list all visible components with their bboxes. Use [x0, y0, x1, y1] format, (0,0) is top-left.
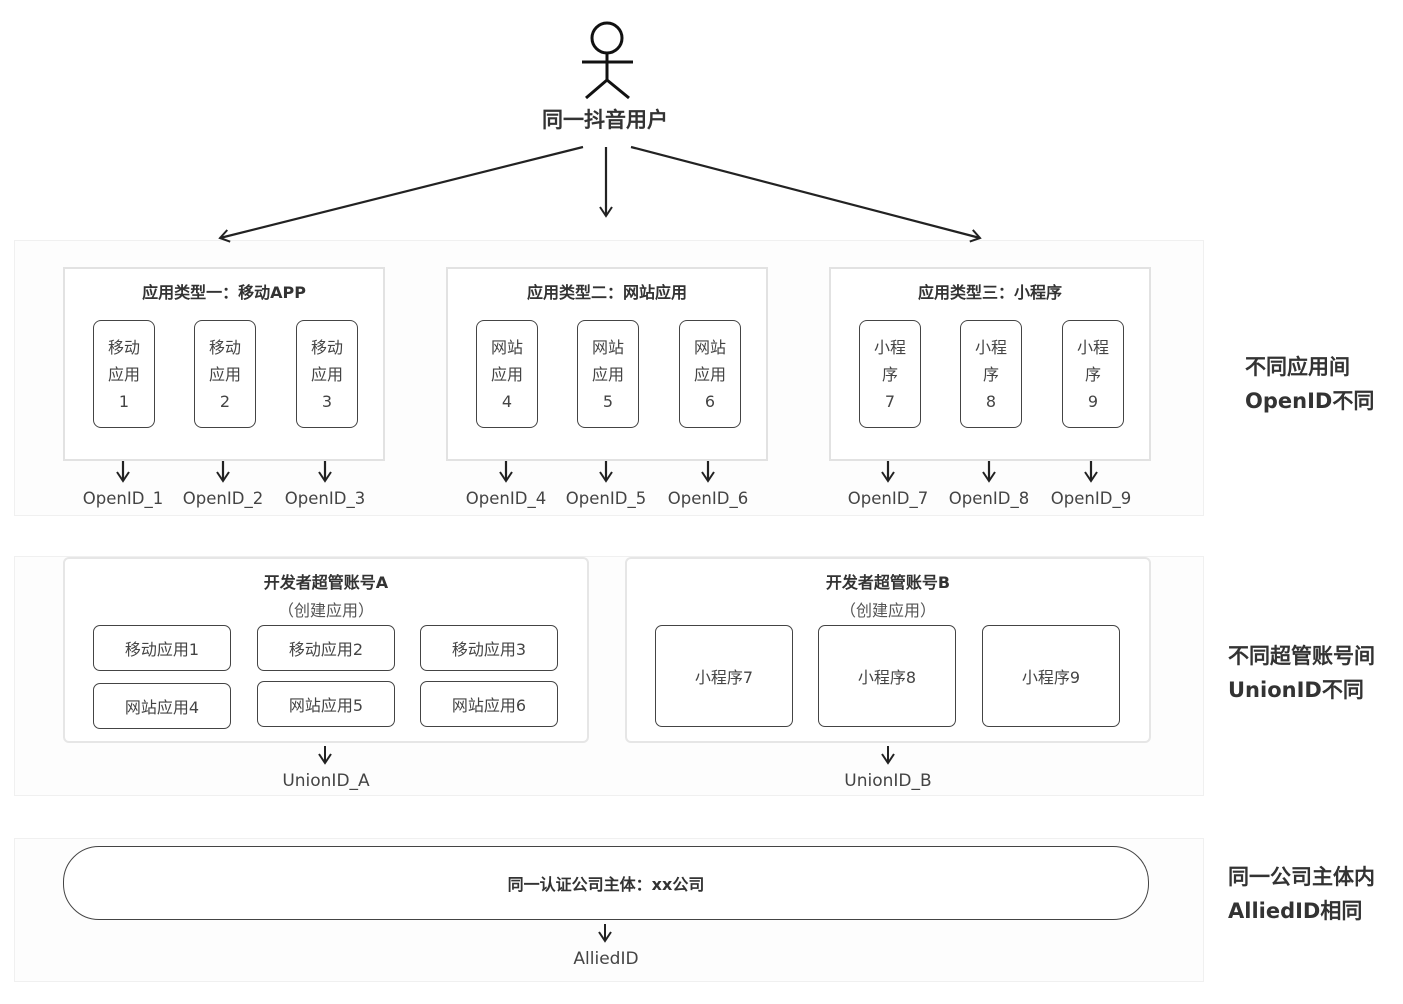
app-card: 网站 应用 4	[476, 320, 538, 428]
account-app: 小程序9	[982, 625, 1120, 727]
side-note-line: 不同超管账号间	[1228, 644, 1375, 668]
app-card: 移动 应用 3	[296, 320, 358, 428]
account-subtitle: （创建应用）	[839, 601, 936, 620]
openid-label: OpenID_9	[1050, 489, 1132, 508]
app-type-title: 应用类型一：移动APP	[142, 283, 306, 302]
side-note-line: OpenID不同	[1245, 389, 1375, 413]
account-app: 移动应用3	[420, 625, 558, 671]
alliedid-label: AlliedID	[573, 949, 639, 969]
arrow-to-miniprogram	[630, 145, 982, 243]
unionid-a-label: UnionID_A	[282, 771, 370, 791]
account-app: 网站应用6	[420, 681, 558, 727]
user-actor-icon	[582, 21, 633, 100]
developer-account-a: 开发者超管账号A （创建应用） 移动应用1 移动应用2 移动应用3 网站应用4 …	[63, 557, 589, 743]
arrow-to-mobile	[218, 145, 584, 243]
account-title: 开发者超管账号A	[263, 573, 389, 592]
side-note-openid: 不同应用间 OpenID不同	[1245, 350, 1374, 418]
openid-label: OpenID_6	[667, 489, 749, 508]
openid-label: OpenID_8	[948, 489, 1030, 508]
account-app: 小程序8	[818, 625, 956, 727]
app-card: 小程 序 8	[960, 320, 1022, 428]
account-app: 网站应用4	[93, 683, 231, 729]
app-type-title: 应用类型二：网站应用	[526, 283, 687, 302]
openid-label: OpenID_5	[565, 489, 647, 508]
side-note-unionid: 不同超管账号间 UnionID不同	[1228, 639, 1375, 707]
company-entity: 同一认证公司主体：xx公司	[63, 846, 1149, 920]
openid-label: OpenID_3	[284, 489, 366, 508]
app-card: 移动 应用 2	[194, 320, 256, 428]
developer-account-b: 开发者超管账号B （创建应用） 小程序7 小程序8 小程序9	[625, 557, 1151, 743]
account-subtitle: （创建应用）	[277, 601, 374, 620]
side-note-alliedid: 同一公司主体内 AlliedID相同	[1228, 860, 1375, 928]
actor-label: 同一抖音用户	[542, 108, 668, 132]
app-card: 小程 序 9	[1062, 320, 1124, 428]
openid-label: OpenID_7	[847, 489, 929, 508]
side-note-line: 不同应用间	[1245, 355, 1350, 379]
side-note-line: UnionID不同	[1228, 678, 1364, 702]
openid-label: OpenID_2	[182, 489, 264, 508]
side-note-line: 同一公司主体内	[1228, 865, 1375, 889]
app-type-mobile: 应用类型一：移动APP 移动 应用 1 移动 应用 2 移动 应用 3	[63, 267, 385, 461]
app-card: 网站 应用 5	[577, 320, 639, 428]
account-app: 网站应用5	[257, 681, 395, 727]
account-app: 小程序7	[655, 625, 793, 727]
app-type-miniprogram: 应用类型三：小程序 小程 序 7 小程 序 8 小程 序 9	[829, 267, 1151, 461]
account-app: 移动应用2	[257, 625, 395, 671]
app-card: 网站 应用 6	[679, 320, 741, 428]
app-type-title: 应用类型三：小程序	[917, 283, 1062, 302]
unionid-b-label: UnionID_B	[844, 771, 932, 791]
app-type-web: 应用类型二：网站应用 网站 应用 4 网站 应用 5 网站 应用 6	[446, 267, 768, 461]
app-card: 移动 应用 1	[93, 320, 155, 428]
account-title: 开发者超管账号B	[825, 573, 951, 592]
openid-label: OpenID_4	[465, 489, 547, 508]
account-app: 移动应用1	[93, 625, 231, 671]
side-note-line: AlliedID相同	[1228, 899, 1363, 923]
app-card: 小程 序 7	[859, 320, 921, 428]
openid-label: OpenID_1	[82, 489, 164, 508]
